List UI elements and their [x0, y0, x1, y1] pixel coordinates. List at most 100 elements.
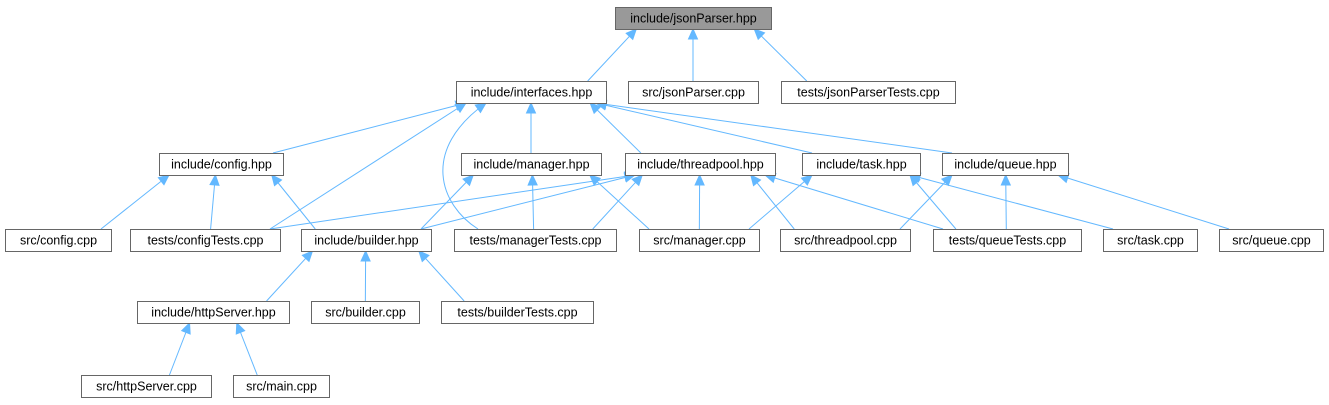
- edge-manager-cpp-to-manager-hpp: [588, 174, 650, 230]
- node-threadpool-cpp[interactable]: src/threadpool.cpp: [780, 229, 911, 252]
- edge-line: [909, 174, 957, 230]
- edge-json-parser-cpp-to-json-parser-hpp: [687, 27, 699, 81]
- edge-line: [420, 174, 474, 230]
- node-http-server-cpp[interactable]: src/httpServer.cpp: [81, 375, 212, 398]
- edge-http-server-hpp-to-builder-hpp: [266, 250, 314, 302]
- edge-line: [269, 174, 636, 230]
- edge-queue-hpp-to-interfaces-hpp: [594, 99, 953, 154]
- node-json-parser-tests-cpp[interactable]: tests/jsonParserTests.cpp: [781, 81, 956, 104]
- node-manager-tests-cpp[interactable]: tests/managerTests.cpp: [454, 229, 617, 252]
- edge-config-cpp-to-config-hpp: [100, 174, 170, 230]
- edge-line: [272, 102, 467, 154]
- node-label: src/httpServer.cpp: [96, 380, 197, 394]
- node-box: [625, 153, 776, 176]
- edge-task-cpp-to-task-hpp: [908, 172, 1114, 230]
- arrowhead: [940, 174, 953, 187]
- node-label: include/threadpool.hpp: [637, 158, 764, 172]
- node-label: src/task.cpp: [1117, 234, 1184, 248]
- node-builder-hpp[interactable]: include/builder.hpp: [301, 229, 432, 252]
- node-box: [639, 229, 760, 252]
- node-box: [137, 301, 290, 324]
- edge-manager-tests-cpp-to-threadpool-hpp: [592, 174, 644, 230]
- node-box: [1103, 229, 1198, 252]
- node-label: include/interfaces.hpp: [471, 86, 593, 100]
- arrowhead: [462, 174, 475, 187]
- node-label: tests/jsonParserTests.cpp: [797, 86, 939, 100]
- node-box: [159, 153, 284, 176]
- node-label: src/builder.cpp: [325, 306, 406, 320]
- arrowhead: [749, 174, 762, 187]
- arrowhead: [360, 249, 371, 262]
- node-queue-hpp[interactable]: include/queue.hpp: [942, 153, 1069, 176]
- arrowhead: [235, 321, 246, 335]
- edge-builder-hpp-to-config-hpp: [270, 174, 316, 230]
- node-label: include/httpServer.hpp: [151, 306, 275, 320]
- node-interfaces-hpp[interactable]: include/interfaces.hpp: [456, 81, 607, 104]
- node-task-hpp[interactable]: include/task.hpp: [802, 153, 921, 176]
- edge-threadpool-hpp-to-interfaces-hpp: [589, 102, 642, 154]
- edge-builder-hpp-to-manager-hpp: [420, 174, 475, 230]
- arrowhead: [454, 102, 468, 114]
- node-label: src/threadpool.cpp: [794, 234, 897, 248]
- edge-json-parser-tests-cpp-to-json-parser-hpp: [753, 28, 808, 82]
- node-threadpool-hpp[interactable]: include/threadpool.hpp: [625, 153, 776, 176]
- arrowhead: [694, 173, 705, 186]
- edge-builder-cpp-to-builder-hpp: [360, 249, 371, 302]
- node-config-tests-cpp[interactable]: tests/configTests.cpp: [130, 229, 281, 252]
- arrowhead: [418, 250, 430, 263]
- node-box: [5, 229, 112, 252]
- edge-manager-tests-cpp-to-interfaces-hpp: [442, 102, 487, 230]
- edge-manager-cpp-to-threadpool-hpp: [694, 173, 705, 230]
- arrowhead: [753, 28, 766, 41]
- edge-http-server-cpp-to-http-server-hpp: [168, 321, 191, 376]
- node-manager-hpp[interactable]: include/manager.hpp: [461, 153, 602, 176]
- node-queue-tests-cpp[interactable]: tests/queueTests.cpp: [933, 229, 1082, 252]
- node-main-cpp[interactable]: src/main.cpp: [233, 375, 330, 398]
- edge-builder-hpp-to-threadpool-hpp: [420, 172, 637, 230]
- arrowhead: [209, 173, 220, 186]
- edge-manager-hpp-to-interfaces-hpp: [525, 101, 537, 153]
- node-label: include/queue.hpp: [954, 158, 1056, 172]
- edge-line: [269, 102, 467, 230]
- node-task-cpp[interactable]: src/task.cpp: [1103, 229, 1198, 252]
- edge-threadpool-cpp-to-queue-hpp: [899, 174, 953, 230]
- arrowhead: [157, 174, 170, 186]
- edge-interfaces-hpp-to-json-parser-hpp: [587, 28, 638, 82]
- arrowhead: [527, 173, 538, 186]
- arrowhead: [1000, 173, 1012, 186]
- node-label: include/manager.hpp: [473, 158, 589, 172]
- node-box: [454, 229, 617, 252]
- edge-line: [442, 102, 487, 230]
- node-box: [311, 301, 420, 324]
- edge-line: [899, 174, 953, 230]
- edge-line: [589, 174, 650, 230]
- node-label: src/manager.cpp: [653, 234, 745, 248]
- edge-queue-tests-cpp-to-queue-hpp: [1000, 173, 1012, 230]
- edge-line: [271, 174, 316, 230]
- node-json-parser-cpp[interactable]: src/jsonParser.cpp: [628, 81, 759, 104]
- edge-line: [266, 250, 313, 302]
- arrowhead: [687, 27, 699, 40]
- node-label: src/jsonParser.cpp: [642, 86, 745, 100]
- node-box: [130, 229, 281, 252]
- node-json-parser-hpp[interactable]: include/jsonParser.hpp: [615, 7, 772, 30]
- node-config-hpp[interactable]: include/config.hpp: [159, 153, 284, 176]
- node-label: include/builder.hpp: [314, 234, 418, 248]
- arrowhead: [474, 102, 487, 114]
- node-label: src/main.cpp: [246, 380, 317, 394]
- node-config-cpp[interactable]: src/config.cpp: [5, 229, 112, 252]
- node-box: [780, 229, 911, 252]
- edge-line: [753, 28, 808, 82]
- nodes-layer: include/jsonParser.hpp include/interfaces…: [5, 7, 1324, 398]
- node-manager-cpp[interactable]: src/manager.cpp: [639, 229, 760, 252]
- node-http-server-hpp[interactable]: include/httpServer.hpp: [137, 301, 290, 324]
- edge-line: [420, 174, 636, 230]
- node-queue-cpp[interactable]: src/queue.cpp: [1219, 229, 1324, 252]
- node-builder-tests-cpp[interactable]: tests/builderTests.cpp: [441, 301, 594, 324]
- edge-line: [764, 174, 944, 230]
- arrowhead: [589, 102, 602, 115]
- node-box: [942, 153, 1069, 176]
- node-box: [615, 7, 772, 30]
- node-builder-cpp[interactable]: src/builder.cpp: [311, 301, 420, 324]
